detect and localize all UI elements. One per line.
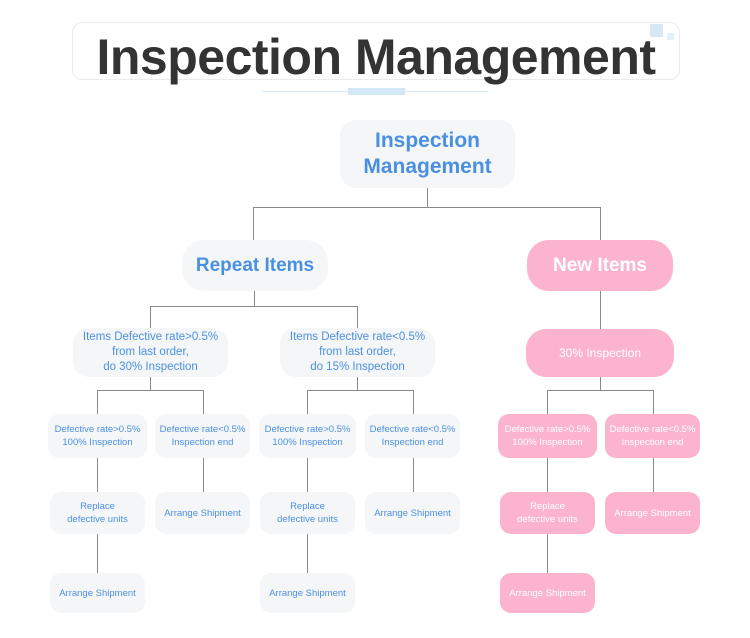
connector-level4-bus-b [307,390,413,391]
connector-rate-high-down [150,377,151,390]
node-label-line1: Defective rate>0.5% [54,424,141,435]
title-card [72,22,680,80]
node-label-line1: Items Defective rate>0.5% [82,331,219,343]
node-items-rate-low[interactable]: Items Defective rate<0.5% from last orde… [280,328,435,377]
node-items-rate-high[interactable]: Items Defective rate>0.5% from last orde… [73,328,228,377]
node-l4-b1-defective-high[interactable]: Defective rate>0.5% 100% Inspection [259,414,356,458]
node-label-line1: Replace [530,501,565,512]
connector-l5b-to-l6 [307,534,308,573]
node-label-line1: Defective rate>0.5% [264,424,351,435]
node-l5-a2-arrange-shipment[interactable]: Arrange Shipment [155,492,250,534]
connector-to-l4-a1 [97,390,98,414]
node-l5-a-replace-units[interactable]: Replace defective units [50,492,145,534]
node-label-line2: 100% Inspection [62,437,133,448]
node-label: Arrange Shipment [59,587,136,599]
decor-square-large-icon [650,24,663,37]
connector-l4a1-to-l5 [97,458,98,492]
node-l6-c-arrange-shipment[interactable]: Arrange Shipment [500,573,595,613]
node-label: Arrange Shipment [374,507,451,519]
connector-level4-bus-c [547,390,653,391]
node-l4-a2-defective-low[interactable]: Defective rate<0.5% Inspection end [155,414,250,458]
connector-to-l4-a2 [203,390,204,414]
connector-l4a2-to-l5 [203,458,204,492]
connector-30-down [600,377,601,390]
node-label-line1: Defective rate<0.5% [609,424,696,435]
connector-l5c-to-l6 [547,534,548,573]
node-l6-b-arrange-shipment[interactable]: Arrange Shipment [260,573,355,613]
node-label: Arrange Shipment [164,507,241,519]
node-l5-c-replace-units[interactable]: Replace defective units [500,492,595,534]
decor-square-small-icon [667,33,674,40]
node-label-line1: Defective rate<0.5% [159,424,246,435]
node-label-line1: Inspection [374,129,480,152]
node-l5-b2-arrange-shipment[interactable]: Arrange Shipment [365,492,460,534]
connector-level2-bus [253,207,601,208]
page-title: Inspection Management [96,29,656,85]
node-repeat-items[interactable]: Repeat Items [182,240,328,291]
node-label-line1: Replace [290,501,325,512]
node-label-line2: defective units [67,514,128,525]
node-label-line2: defective units [517,514,578,525]
connector-to-repeat-items [253,207,254,240]
node-label-line2: 100% Inspection [512,437,583,448]
node-label: Arrange Shipment [614,507,691,519]
node-label-line2: from last order, [112,346,189,358]
node-l4-b2-defective-low[interactable]: Defective rate<0.5% Inspection end [365,414,460,458]
node-l5-b-replace-units[interactable]: Replace defective units [260,492,355,534]
connector-l4c1-to-l5 [547,458,548,492]
node-label-line1: Defective rate<0.5% [369,424,456,435]
connector-newitems-to-30 [600,291,601,329]
node-label: Arrange Shipment [509,587,586,599]
node-label: Arrange Shipment [269,587,346,599]
connector-rate-low-down [357,377,358,390]
connector-to-l4-c1 [547,390,548,414]
node-l4-c1-defective-high[interactable]: Defective rate>0.5% 100% Inspection [498,414,597,458]
connector-to-l4-c2 [653,390,654,414]
node-new-items[interactable]: New Items [527,240,673,291]
connector-to-rate-low [357,306,358,328]
connector-level3-bus-left [150,306,358,307]
node-label-line1: Defective rate>0.5% [504,424,591,435]
connector-l5a-to-l6 [97,534,98,573]
node-label: Repeat Items [195,254,315,276]
connector-l4c2-to-l5 [653,458,654,492]
node-label-line2: 100% Inspection [272,437,343,448]
node-l6-a-arrange-shipment[interactable]: Arrange Shipment [50,573,145,613]
connector-level4-bus-a [97,390,203,391]
node-label: 30% Inspection [558,345,642,360]
connector-to-new-items [600,207,601,240]
connector-repeat-down [254,291,255,306]
node-label: New Items [553,254,647,276]
node-label-line2: Management [363,155,492,178]
node-label-line1: Replace [80,501,115,512]
node-label-line3: do 30% Inspection [103,361,198,373]
node-label-line3: do 15% Inspection [310,361,405,373]
connector-to-l4-b1 [307,390,308,414]
connector-l4b1-to-l5 [307,458,308,492]
node-l4-a1-defective-high[interactable]: Defective rate>0.5% 100% Inspection [48,414,147,458]
node-label-line1: Items Defective rate<0.5% [289,331,426,343]
title-underline-accent [348,88,405,95]
connector-to-l4-b2 [413,390,414,414]
node-label-line2: defective units [277,514,338,525]
node-label-line2: from last order, [319,346,396,358]
connector-to-rate-high [150,306,151,328]
node-l4-c2-defective-low[interactable]: Defective rate<0.5% Inspection end [605,414,700,458]
connector-root-down [427,188,428,207]
node-label-line2: Inspection end [381,437,444,448]
node-inspection-management[interactable]: Inspection Management [340,120,515,188]
connector-l4b2-to-l5 [413,458,414,492]
node-label-line2: Inspection end [171,437,234,448]
node-30-percent-inspection[interactable]: 30% Inspection [526,329,674,377]
node-label-line2: Inspection end [621,437,684,448]
node-l5-c2-arrange-shipment[interactable]: Arrange Shipment [605,492,700,534]
